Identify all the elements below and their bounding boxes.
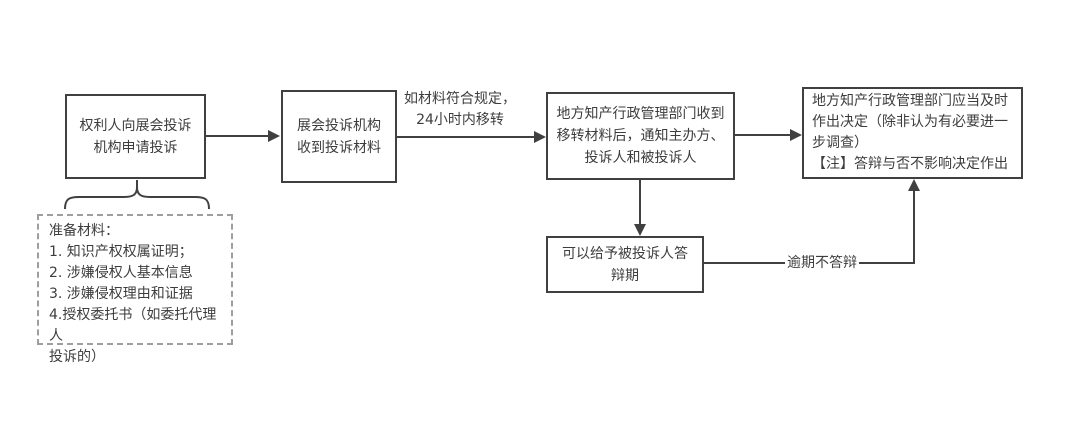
flow-node-reply-period: 可以给予被投诉人答 辩期 (546, 236, 704, 293)
arrow-notify-to-decision (735, 129, 802, 141)
flow-node-make-decision: 地方知产行政管理部门应当及时 作出决定（除非认为有必要进一 步调查） 【注】答辩… (802, 87, 1023, 179)
edge-label-transfer-condition: 如材料符合规定， 24小时内移转 (404, 91, 516, 128)
arrow-apply-to-receive (206, 130, 280, 142)
flow-node-apply-complaint: 权利人向展会投诉 机构申请投诉 (65, 94, 206, 179)
brace-apply-to-materials (64, 180, 210, 210)
arrow-reply-period-to-decision (704, 179, 920, 264)
flow-node-notify-parties: 地方知产行政管理部门收到 移转材料后，通知主办方、 投诉人和被投诉人 (546, 92, 735, 180)
flow-node-receive-materials: 展会投诉机构 收到投诉材料 (281, 90, 397, 183)
arrow-receive-to-notify (397, 131, 546, 143)
materials-note: 准备材料： 1. 知识产权权属证明； 2. 涉嫌侵权人基本信息 3. 涉嫌侵权理… (37, 214, 233, 365)
arrow-notify-to-reply-period (634, 180, 646, 236)
edge-label-overdue-no-reply: 逾期不答辩 (785, 253, 859, 274)
